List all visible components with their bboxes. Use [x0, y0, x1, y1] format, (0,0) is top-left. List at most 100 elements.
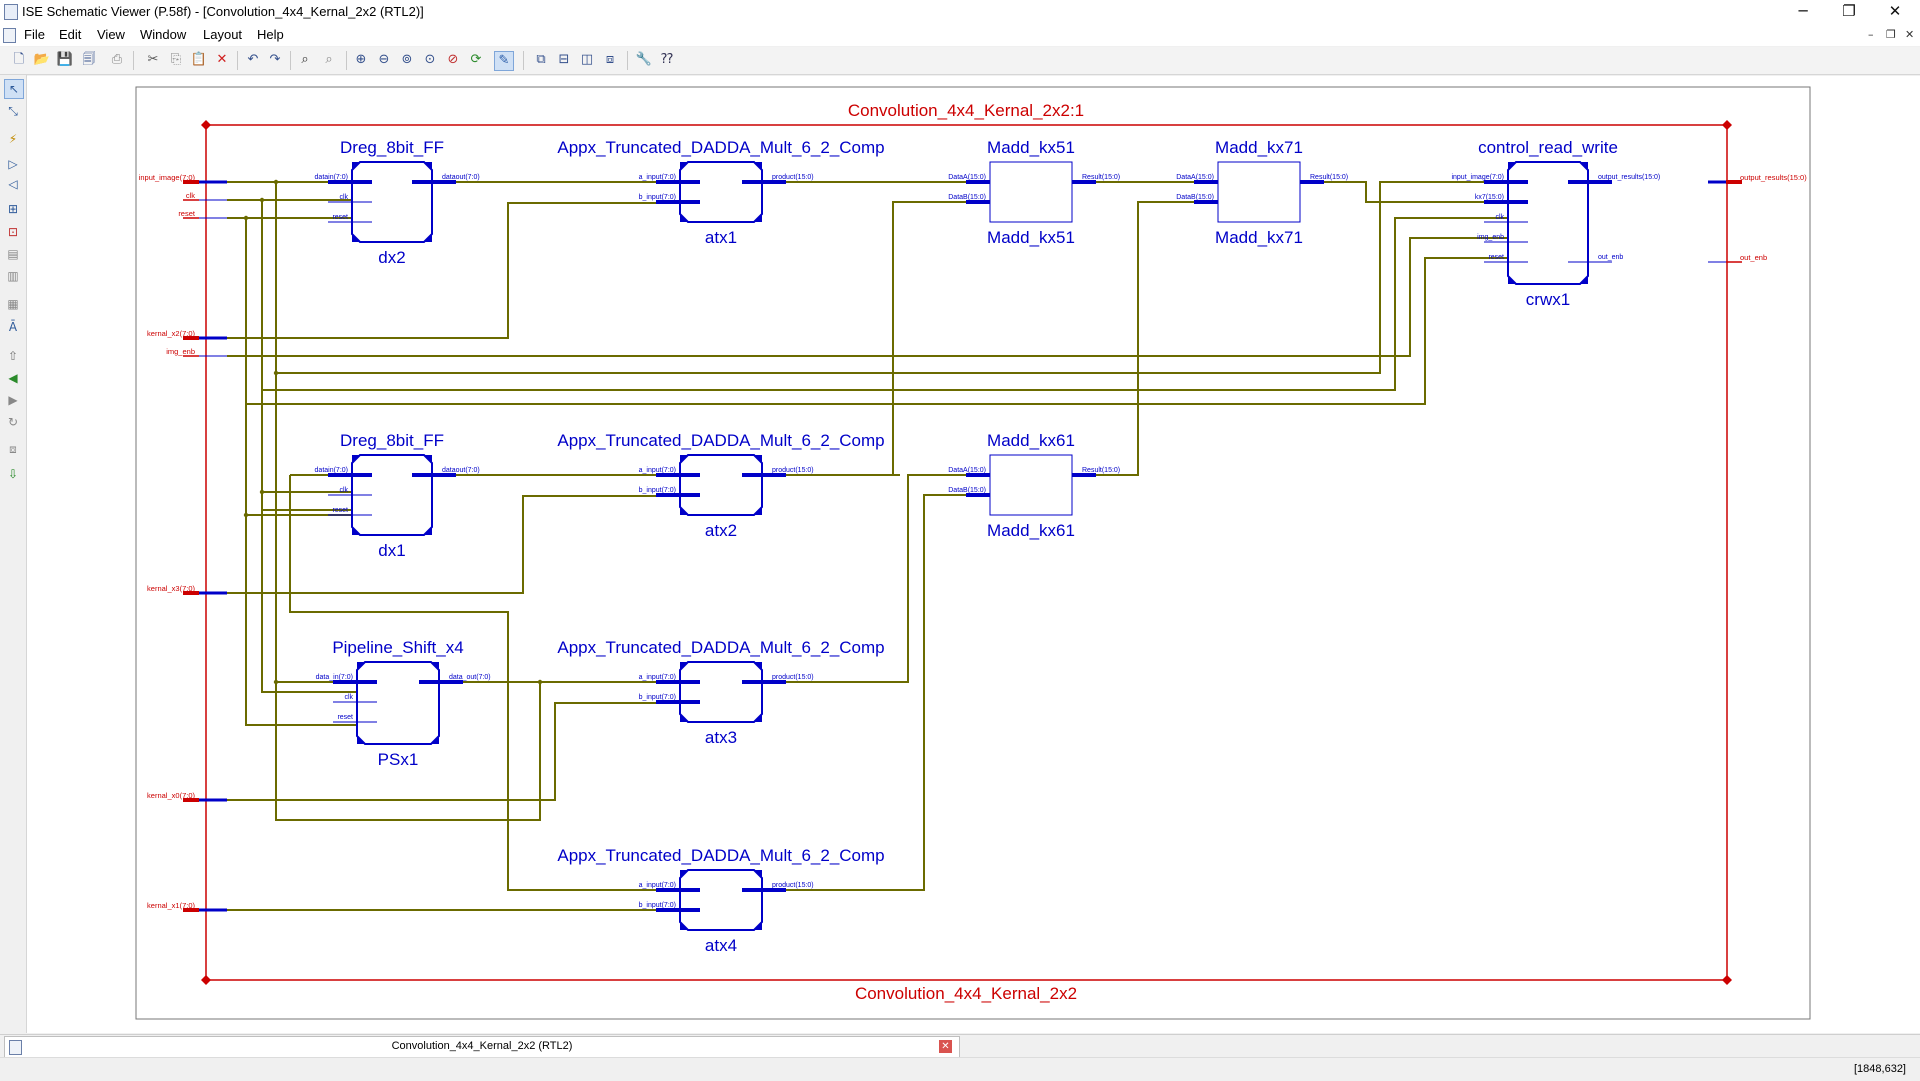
settings-icon[interactable]: 🔧 [635, 52, 653, 67]
cascade-icon[interactable]: ⧉ [536, 52, 546, 67]
input-pin-label: a_input(7:0) [639, 882, 676, 889]
restore-button[interactable]: ❐ [1842, 2, 1856, 20]
menu-view[interactable]: View [97, 27, 125, 42]
tab-close-button[interactable]: ✕ [939, 1040, 952, 1053]
menu-help[interactable]: Help [257, 27, 284, 42]
paste-icon[interactable]: 📋 [190, 52, 208, 67]
wire-junction [243, 512, 249, 518]
menu-window[interactable]: Window [140, 27, 187, 42]
input-pin-label: clk [344, 694, 353, 701]
block-corner [424, 234, 432, 242]
export-icon[interactable]: ⇩ [7, 467, 19, 481]
text-icon[interactable]: Ā [8, 320, 18, 334]
refresh-view-icon[interactable]: ↻ [7, 415, 19, 429]
wire [227, 182, 277, 357]
block-corner [680, 714, 688, 722]
zoom-selected-icon[interactable]: ⊘ [447, 52, 459, 67]
input-port-label: input_image(7:0) [139, 173, 196, 182]
frame-corner-marker [201, 120, 211, 130]
wire [892, 201, 970, 476]
cut-icon[interactable]: ✂ [147, 52, 159, 67]
schematic-drawing[interactable]: Convolution_4x4_Kernal_2x2:1Convolution_… [27, 76, 1920, 1033]
wire [227, 237, 1508, 357]
input-pin-label: clk [339, 487, 348, 494]
block-type-label: Pipeline_Shift_x4 [332, 638, 463, 657]
input-port-label: kernal_x3(7:0) [147, 584, 195, 593]
copy-icon[interactable]: ⎘ [170, 52, 182, 67]
block-corner [352, 527, 360, 535]
wire [261, 200, 1508, 391]
document-icon[interactable] [3, 28, 16, 43]
block-instance-name: Madd_kx51 [987, 228, 1075, 247]
add-instance-icon[interactable]: ⊞ [7, 202, 19, 216]
help-context-icon[interactable]: ⁇ [661, 52, 673, 67]
push-into-icon[interactable]: ▤ [7, 247, 19, 261]
print-icon[interactable]: ⎙ [111, 52, 123, 67]
expand-backward-icon[interactable]: ◁ [8, 177, 18, 191]
properties-icon[interactable]: ▦ [7, 297, 19, 311]
mdi-close-button[interactable]: ✕ [1905, 28, 1915, 41]
block-corner [352, 234, 360, 242]
find-next-icon[interactable]: ⌕ [325, 52, 333, 67]
zoom-out-icon[interactable]: ⊖ [378, 52, 390, 67]
input-pin-label: clk [1495, 214, 1504, 221]
tile-vertical-icon[interactable]: ◫ [580, 52, 594, 67]
output-port-label: out_enb [1740, 253, 1767, 262]
wire-junction [243, 215, 249, 221]
output-pin-label: Result(15:0) [1310, 174, 1348, 181]
expand-forward-icon[interactable]: ▷ [8, 157, 18, 171]
document-tab[interactable]: Convolution_4x4_Kernal_2x2 (RTL2) ✕ [4, 1036, 960, 1058]
delete-icon[interactable]: ✕ [216, 52, 228, 67]
refresh-icon[interactable]: ⟳ [470, 52, 482, 67]
window-icon[interactable]: ⧈ [605, 52, 615, 67]
block-crwx1 [1484, 161, 1612, 285]
save-icon[interactable]: 💾 [56, 52, 74, 67]
back-icon[interactable]: ◀ [8, 371, 18, 385]
document-tab-label: Convolution_4x4_Kernal_2x2 (RTL2) [391, 1040, 573, 1052]
block-atx3 [656, 661, 786, 723]
output-pin-label: dataout(7:0) [442, 467, 480, 474]
open-icon[interactable]: 📂 [33, 52, 51, 67]
tile-horizontal-icon[interactable]: ⊟ [558, 52, 570, 67]
mdi-restore-button[interactable]: ❐ [1886, 28, 1896, 41]
forward-icon[interactable]: ▶ [8, 393, 18, 407]
input-pin-label: b_input(7:0) [639, 194, 676, 201]
block-body [679, 161, 763, 223]
mdi-minimize-button[interactable]: – [1868, 28, 1874, 41]
close-button[interactable]: ✕ [1888, 2, 1902, 20]
menu-layout[interactable]: Layout [203, 27, 243, 42]
add-net-icon[interactable]: ⚡ [8, 132, 18, 146]
app-icon [4, 4, 18, 20]
find-icon[interactable]: ⌕ [301, 52, 309, 67]
block-corner [680, 455, 688, 463]
block-corner [352, 162, 360, 170]
redo-icon[interactable]: ↷ [269, 52, 281, 67]
block-instance-name: Madd_kx61 [987, 521, 1075, 540]
block-corner [754, 455, 762, 463]
undo-icon[interactable]: ↶ [247, 52, 259, 67]
add-wire-icon[interactable]: ⤡ [8, 104, 18, 118]
block-corner [352, 455, 360, 463]
layers-icon[interactable]: ⧈ [9, 442, 17, 456]
select-icon[interactable]: ↖ [4, 79, 24, 99]
zoom-in-icon[interactable]: ⊕ [355, 52, 367, 67]
block-kx51 [966, 161, 1096, 223]
menu-file[interactable]: File [24, 27, 45, 42]
save-all-icon[interactable]: 🗐 [82, 52, 96, 67]
output-pin-label: data_out(7:0) [449, 674, 491, 681]
zoom-full-icon[interactable]: ⊚ [401, 52, 413, 67]
up-level-icon[interactable]: ⇧ [7, 349, 19, 363]
block-corner [1580, 276, 1588, 284]
block-corner [680, 870, 688, 878]
new-icon[interactable]: 🗋 [13, 52, 25, 67]
zoom-area-icon[interactable]: ⊙ [424, 52, 436, 67]
hierarchy-icon[interactable]: ⊡ [7, 225, 19, 239]
pop-up-icon[interactable]: ▥ [7, 269, 19, 283]
input-pin-label: reset [332, 507, 348, 514]
menu-edit[interactable]: Edit [59, 27, 82, 42]
highlight-icon[interactable]: ✎ [494, 51, 514, 71]
output-pin-label: Result(15:0) [1082, 467, 1120, 474]
minimize-button[interactable]: ─ [1798, 2, 1808, 20]
input-pin-label: DataA(15:0) [1176, 174, 1214, 181]
